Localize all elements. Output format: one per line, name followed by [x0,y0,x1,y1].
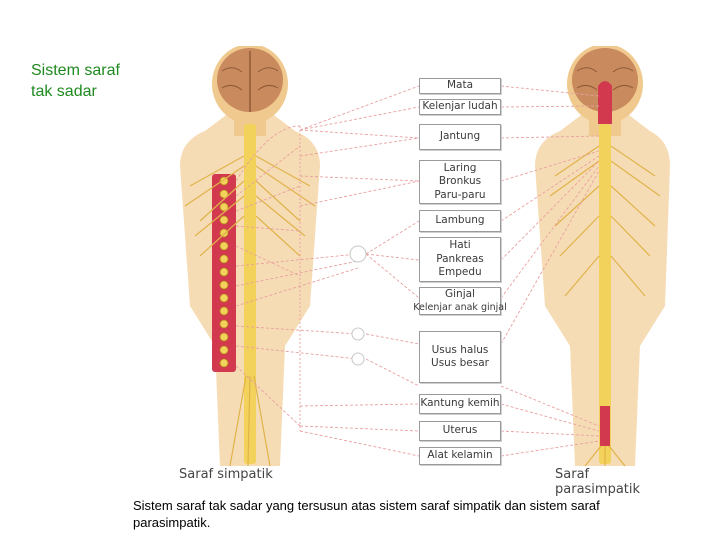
organ-box-lambung: Lambung [419,210,501,232]
right-brainstem-highlight [598,81,612,124]
organ-label: Hati [449,239,471,252]
organ-box-alat-kelamin: Alat kelamin [419,447,501,465]
label-saraf-simpatik: Saraf simpatik [179,467,273,482]
organ-label: Usus besar [431,357,489,369]
right-brain [572,48,638,112]
label-saraf-parasimpatik: Saraf parasimpatik [555,467,641,497]
organ-box-kantung-kemih: Kantung kemih [419,394,501,414]
right-nerve-branches [549,145,661,467]
organ-box-ginjal: Ginjal Kelenjar anak ginjal [413,287,507,315]
organ-label: Laring [443,161,477,174]
organ-box-mata: Mata [419,78,501,94]
left-nerve-branches [184,155,316,467]
organ-label: Mata [446,79,474,92]
slide-title-line-2: tak sadar [31,83,97,100]
slide-title: Sistem saraf tak sadar [31,60,161,102]
organ-label: Pankreas [436,252,484,265]
organ-label: Paru-paru [434,188,486,201]
organ-box-kelenjar-ludah: Kelenjar ludah [419,99,501,115]
organ-box-laring-bronkus-paru: Laring Bronkus Paru-paru [419,160,501,204]
figure-caption: Sistem saraf tak sadar yang tersusun ata… [133,498,600,530]
parasympathetic-figure [535,46,670,467]
organ-box-usus: Usus halus Usus besar [419,331,501,383]
right-spinal-cord [599,124,611,464]
slide-title-line-1: Sistem saraf [31,62,120,79]
organ-label: Uterus [442,424,478,437]
sympathetic-figure [180,46,320,467]
organ-label: Ginjal [445,287,475,300]
organ-label: Empedu [438,266,482,279]
organ-label: Kelenjar anak ginjal [413,302,507,313]
prevertebral-ganglia [349,245,367,366]
organ-label: Jantung [439,130,481,143]
organ-label: Bronkus [438,175,482,188]
left-ganglia-chain [219,176,229,368]
nervous-system-diagram: Mata Kelenjar ludah Jantung Laring Bronk… [160,46,675,497]
organ-label: Kelenjar ludah [422,100,498,113]
organ-box-jantung: Jantung [419,124,501,150]
nerve-pathways [235,85,600,457]
left-cord-core [244,124,256,464]
organ-label: Alat kelamin [427,449,493,462]
organ-label: Lambung [435,214,485,227]
organ-label: Usus halus [431,343,489,356]
organ-box-hati-pankreas-empedu: Hati Pankreas Empedu [419,237,501,282]
right-sacral-region [600,406,610,446]
organ-box-uterus: Uterus [419,421,501,441]
diagram-illustration [180,46,670,467]
organ-label: Kantung kemih [420,397,500,410]
